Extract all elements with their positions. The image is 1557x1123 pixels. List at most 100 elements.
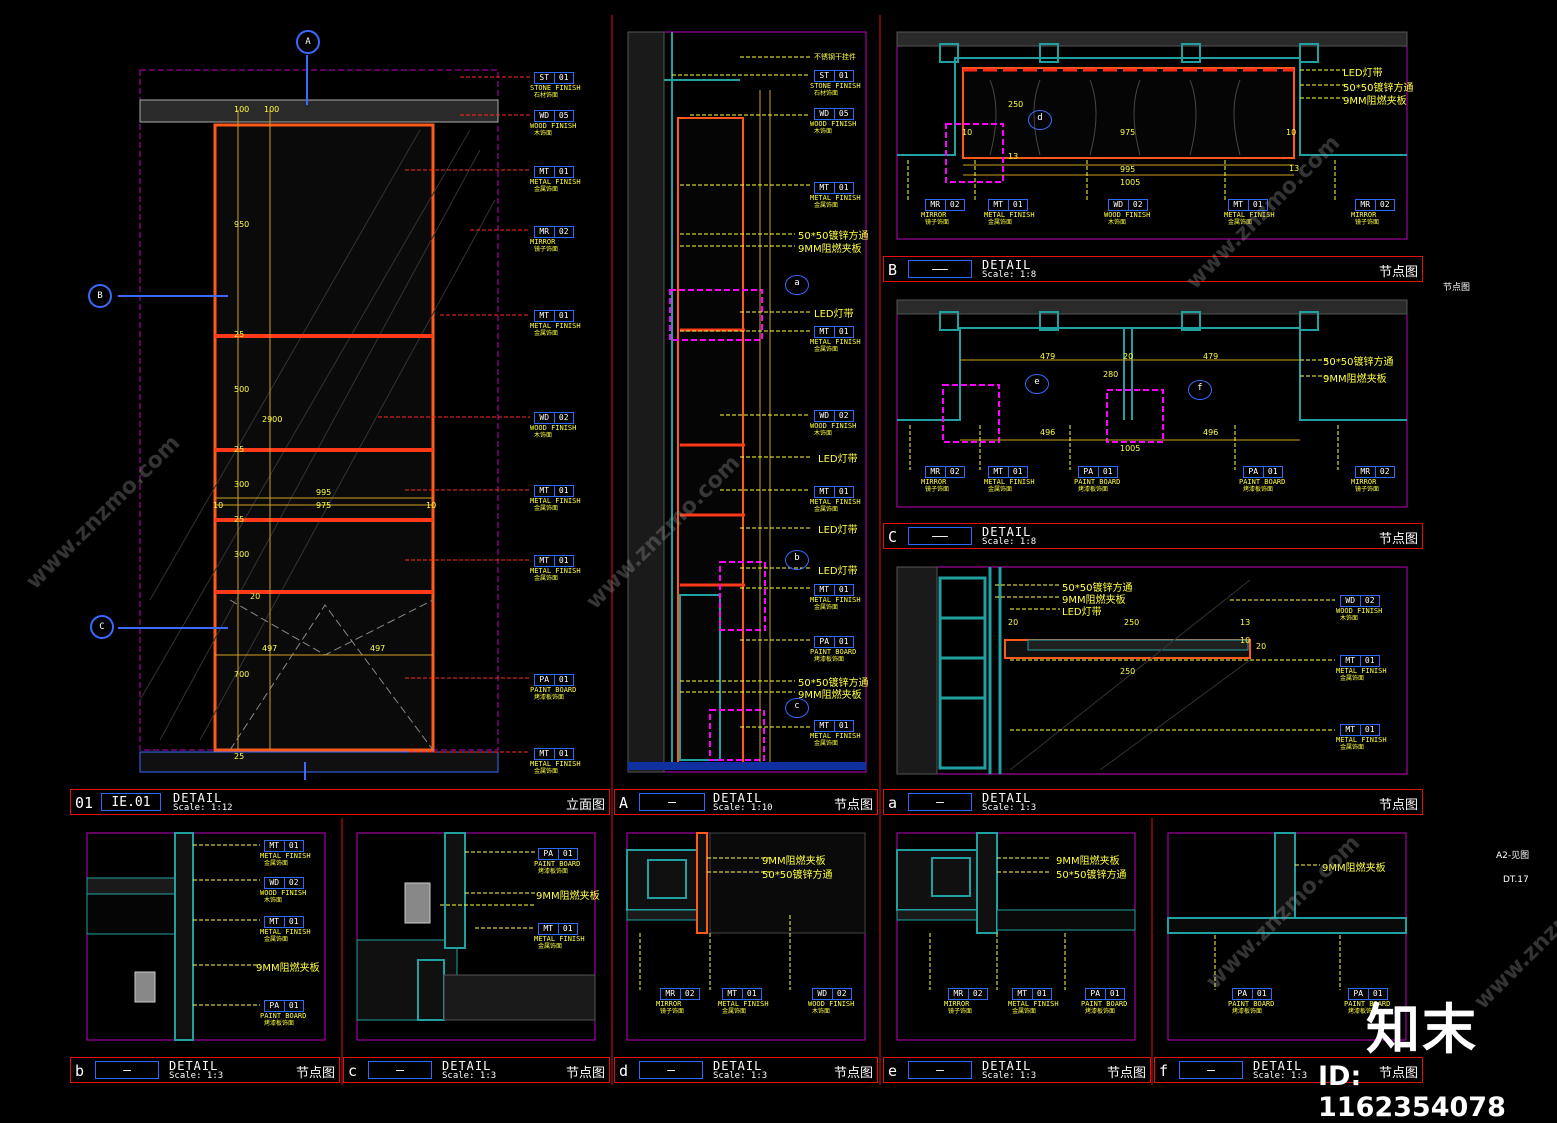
dim-label: 25	[234, 330, 245, 339]
dim-label: 700	[234, 670, 250, 679]
detail-b	[86, 832, 326, 1041]
callout-plywood: 9MM阻燃夹板	[1343, 96, 1407, 107]
title-block-detail: DETAIL	[442, 1059, 492, 1073]
dim-label: 2900	[262, 415, 283, 424]
callout-plywood: 9MM阻燃夹板	[762, 856, 826, 867]
title-block-detail: DETAIL	[982, 258, 1032, 272]
callout-plywood: 9MM阻燃夹板	[798, 244, 862, 255]
callout-plywood: 9MM阻燃夹板	[1322, 863, 1386, 874]
title-block-id: b	[75, 1062, 85, 1080]
dim-label: 497	[262, 644, 278, 653]
title-block-c-detail: c – DETAIL Scale: 1:3 节点图	[343, 1057, 610, 1083]
sheet-dividers	[341, 15, 1153, 1085]
detail-marker-d: d	[1028, 110, 1052, 130]
title-block-name: 节点图	[833, 798, 873, 813]
detail-f	[1167, 832, 1407, 1041]
title-block-detail: DETAIL	[982, 1059, 1032, 1073]
callout-plywood: 9MM阻燃夹板	[536, 891, 600, 902]
title-block-scale: Scale: 1:12	[173, 803, 233, 813]
detail-a	[896, 566, 1408, 775]
dim-label: 100	[264, 105, 280, 114]
title-block-code: –	[639, 1061, 703, 1079]
title-block-id: d	[619, 1062, 629, 1080]
title-block-d-detail: d – DETAIL Scale: 1:3 节点图	[614, 1057, 878, 1083]
detail-d	[626, 832, 866, 1041]
title-block-code: IE.01	[101, 793, 161, 811]
detail-marker-b: b	[785, 550, 809, 570]
title-block-name: 立面图	[565, 798, 605, 813]
dim-label: 20	[250, 592, 261, 601]
dim-label: 496	[1203, 428, 1219, 437]
callout-led: LED灯带	[818, 454, 858, 465]
title-block-id: C	[888, 528, 898, 546]
section-c	[896, 299, 1408, 508]
title-block-detail: DETAIL	[982, 791, 1032, 805]
dim-label: 300	[234, 550, 250, 559]
title-block-scale: Scale: 1:3	[982, 1071, 1037, 1081]
title-block-c: C —— DETAIL Scale: 1:8 节点图	[883, 523, 1423, 549]
side-note-sheet: DT.17	[1503, 875, 1529, 885]
dim-label: 20	[1256, 642, 1267, 651]
dim-label: 479	[1203, 352, 1219, 361]
callout-led: LED灯带	[818, 566, 858, 577]
title-block-detail: DETAIL	[713, 1059, 763, 1073]
dim-label: 10	[1286, 128, 1297, 137]
title-block-name: 节点图	[1378, 1066, 1418, 1081]
title-block-scale: Scale: 1:3	[1253, 1071, 1308, 1081]
title-block-id: 01	[75, 794, 94, 812]
callout-led: LED灯带	[1062, 607, 1102, 618]
callout-steel: 50*50镀锌方通	[1343, 83, 1414, 94]
brand-logo: 知末	[1366, 998, 1478, 1061]
detail-c	[356, 832, 596, 1041]
detail-marker-c: c	[785, 698, 809, 718]
title-block-name: 节点图	[1378, 265, 1418, 280]
title-block-code: –	[1179, 1061, 1243, 1079]
title-block-a: A — DETAIL Scale: 1:10 节点图	[614, 789, 878, 815]
section-marker-c: C	[90, 615, 114, 639]
title-block-name: 节点图	[833, 1066, 873, 1081]
callout-plywood: 9MM阻燃夹板	[256, 963, 320, 974]
title-block-e-detail: e – DETAIL Scale: 1:3 节点图	[883, 1057, 1151, 1083]
callout-plywood: 9MM阻燃夹板	[798, 690, 862, 701]
title-block-code: –	[908, 1061, 972, 1079]
section-marker-a: A	[296, 30, 320, 54]
title-block-detail: DETAIL	[713, 791, 763, 805]
dim-label: 250	[1008, 100, 1024, 109]
dim-label: 10	[962, 128, 973, 137]
title-block-id: e	[888, 1062, 898, 1080]
detail-marker-f: f	[1188, 380, 1212, 400]
detail-e	[896, 832, 1136, 1041]
title-block-name: 节点图	[295, 1066, 335, 1081]
callout-steel: 50*50镀锌方通	[1323, 357, 1394, 368]
dim-label: 10	[1240, 636, 1251, 645]
section-marker-b: B	[88, 284, 112, 308]
